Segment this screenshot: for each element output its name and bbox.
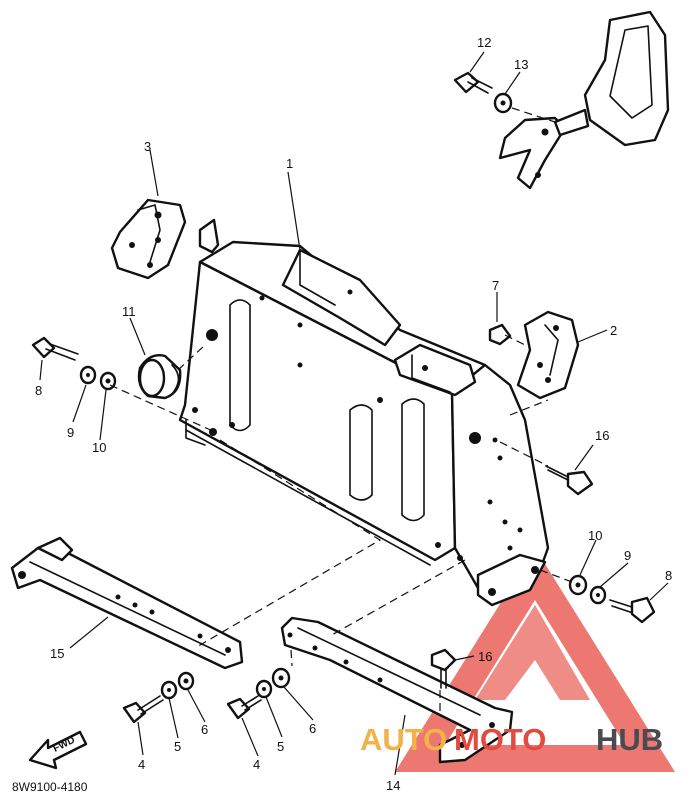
nut-7: [488, 323, 512, 346]
callout-10-left: 10: [92, 440, 106, 455]
callout-5-left: 5: [174, 739, 181, 754]
rail-14: [280, 616, 514, 764]
bottom-fasteners-left: [122, 671, 195, 724]
callout-16-lower: 16: [478, 649, 492, 664]
callout-4-right: 4: [253, 757, 260, 772]
callout-6-right: 6: [309, 721, 316, 736]
main-frame: [178, 218, 550, 607]
assembly-lines: [109, 107, 573, 712]
callout-9-right: 9: [624, 548, 631, 563]
callout-3: 3: [144, 139, 151, 154]
bracket-2: [516, 310, 580, 400]
callout-13: 13: [514, 57, 528, 72]
callout-14: 14: [386, 778, 400, 793]
callout-9-left: 9: [67, 425, 74, 440]
fwd-arrow-icon: FWD: [28, 730, 88, 770]
rubber-mount-11: [137, 354, 182, 400]
watermark-logo: AUTO MOTO HUB: [360, 722, 663, 757]
callout-1: 1: [286, 156, 293, 171]
callout-10-right: 10: [588, 528, 602, 543]
callout-2: 2: [610, 323, 617, 338]
watermark-auto: AUTO: [360, 722, 447, 757]
figure-code: 8W9100-4180: [12, 780, 88, 794]
handle-assembly: [453, 10, 670, 190]
callouts: 1 3 2 7 11 12 13 8 9 10 16 10 9 8 15 16 …: [35, 35, 672, 793]
callout-5-right: 5: [277, 739, 284, 754]
bolt-16-lower: [430, 648, 457, 689]
watermark-hub: HUB: [596, 722, 663, 757]
callout-15: 15: [50, 646, 64, 661]
bottom-fasteners-right: [226, 667, 291, 720]
bolt-16-upper: [545, 465, 594, 496]
callout-11: 11: [122, 304, 136, 319]
bracket-3: [110, 198, 187, 280]
callout-6-left: 6: [201, 722, 208, 737]
watermark-moto: MOTO: [454, 722, 546, 757]
leader-lines: [39, 51, 669, 776]
rail-15: [10, 536, 244, 670]
callout-8-right: 8: [665, 568, 672, 583]
callout-8-left: 8: [35, 383, 42, 398]
watermark-triangle: [395, 548, 675, 772]
right-fasteners: [568, 574, 656, 624]
callout-4-left: 4: [138, 757, 145, 772]
left-fasteners: [31, 336, 117, 391]
callout-16-upper: 16: [595, 428, 609, 443]
callout-12: 12: [477, 35, 491, 50]
callout-7: 7: [492, 278, 499, 293]
